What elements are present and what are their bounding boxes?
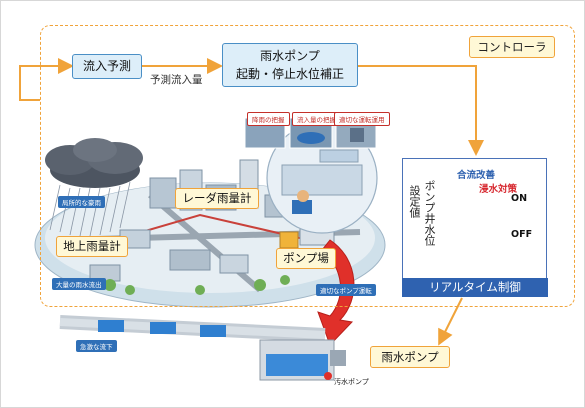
arrow-loop-to-inflow bbox=[19, 58, 74, 101]
heavy-inflow-label: 大量の雨水流出 bbox=[52, 278, 106, 290]
panel-rainfall-label: 降雨の把握 bbox=[247, 112, 290, 126]
rain-pump-box: 雨水ポンプ bbox=[370, 346, 450, 368]
setpoint-label: 設定値 bbox=[408, 185, 421, 218]
pump-control-line1: 雨水ポンプ bbox=[260, 49, 320, 63]
ground-gauge-callout: 地上雨量計 bbox=[56, 236, 128, 257]
pump-well-level-label: ポンプ井水位 bbox=[423, 180, 436, 246]
off-label: OFF bbox=[511, 229, 533, 240]
flood-control-label: 浸水対策 bbox=[479, 184, 518, 195]
realtime-control-panel: 合流改善 浸水対策 ON OFF bbox=[402, 158, 547, 280]
rapid-flow-label: 急激な流下 bbox=[76, 340, 117, 352]
radar-gauge-callout: レーダ雨量計 bbox=[175, 188, 259, 209]
realtime-control-title: リアルタイム制御 bbox=[402, 278, 548, 297]
arrow-realtime-to-pump bbox=[438, 297, 463, 346]
storm-cloud bbox=[45, 138, 143, 188]
controller-label: コントローラ bbox=[469, 36, 555, 58]
pump-control-line2: 起動・停止水位補正 bbox=[235, 67, 344, 81]
panel-operation-label: 適切な運転運用 bbox=[334, 112, 390, 126]
combined-sewer-label: 合流改善 bbox=[457, 170, 496, 181]
local-heavy-rain-label: 局所的な豪雨 bbox=[58, 196, 105, 208]
sewage-pump-label: 汚水ポンプ bbox=[334, 378, 369, 386]
proper-operation-label: 適切なポンプ運転 bbox=[316, 284, 376, 296]
pump-station-callout: ポンプ場 bbox=[276, 248, 336, 269]
arrow-pump-to-realtime bbox=[357, 65, 484, 156]
pump-control-box: 雨水ポンプ 起動・停止水位補正 bbox=[222, 43, 358, 87]
inflow-forecast-box: 流入予測 bbox=[72, 54, 142, 79]
controller-region bbox=[40, 25, 575, 307]
sewer-pipe bbox=[59, 315, 346, 381]
on-label: ON bbox=[511, 193, 528, 204]
predicted-inflow-label: 予測流入量 bbox=[150, 74, 203, 86]
